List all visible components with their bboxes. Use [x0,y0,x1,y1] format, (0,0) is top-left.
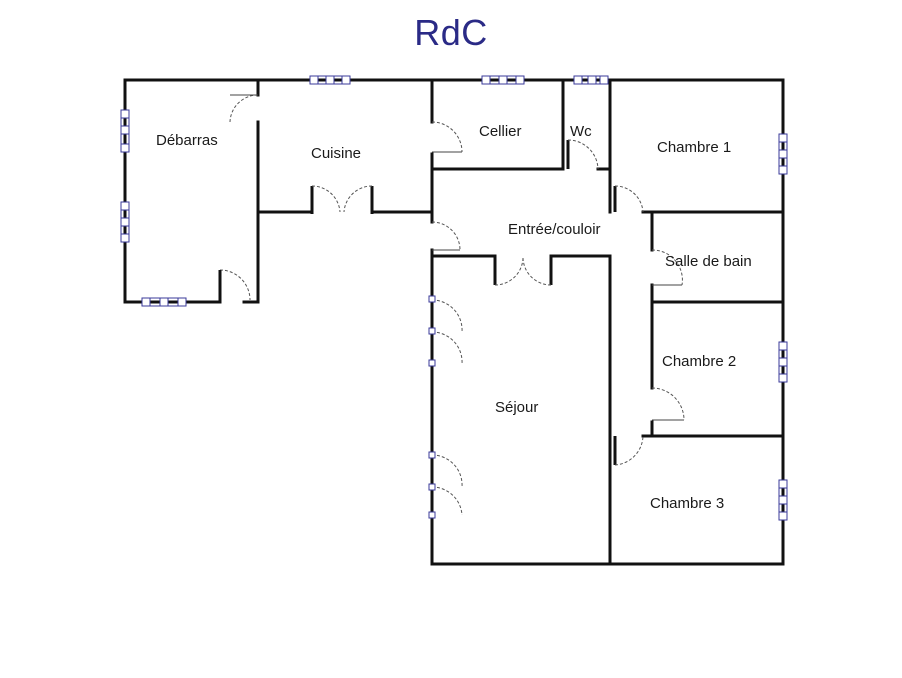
room-labels: Débarras Cuisine Cellier Wc Chambre 1 En… [156,123,752,512]
room-label-chambre-2: Chambre 2 [662,353,736,370]
room-label-chambre-3: Chambre 3 [650,495,724,512]
room-label-salle-de-bain: Salle de bain [665,253,752,270]
windows [120,75,788,521]
room-label-chambre-1: Chambre 1 [657,139,731,156]
room-label-wc: Wc [570,123,592,140]
doors [218,94,685,516]
room-label-sejour: Séjour [495,399,538,416]
plan-title: RdC [414,12,488,53]
room-label-entree: Entrée/couloir [508,221,601,238]
walls [123,78,785,566]
room-label-debarras: Débarras [156,132,218,149]
room-label-cellier: Cellier [479,123,522,140]
room-label-cuisine: Cuisine [311,145,361,162]
